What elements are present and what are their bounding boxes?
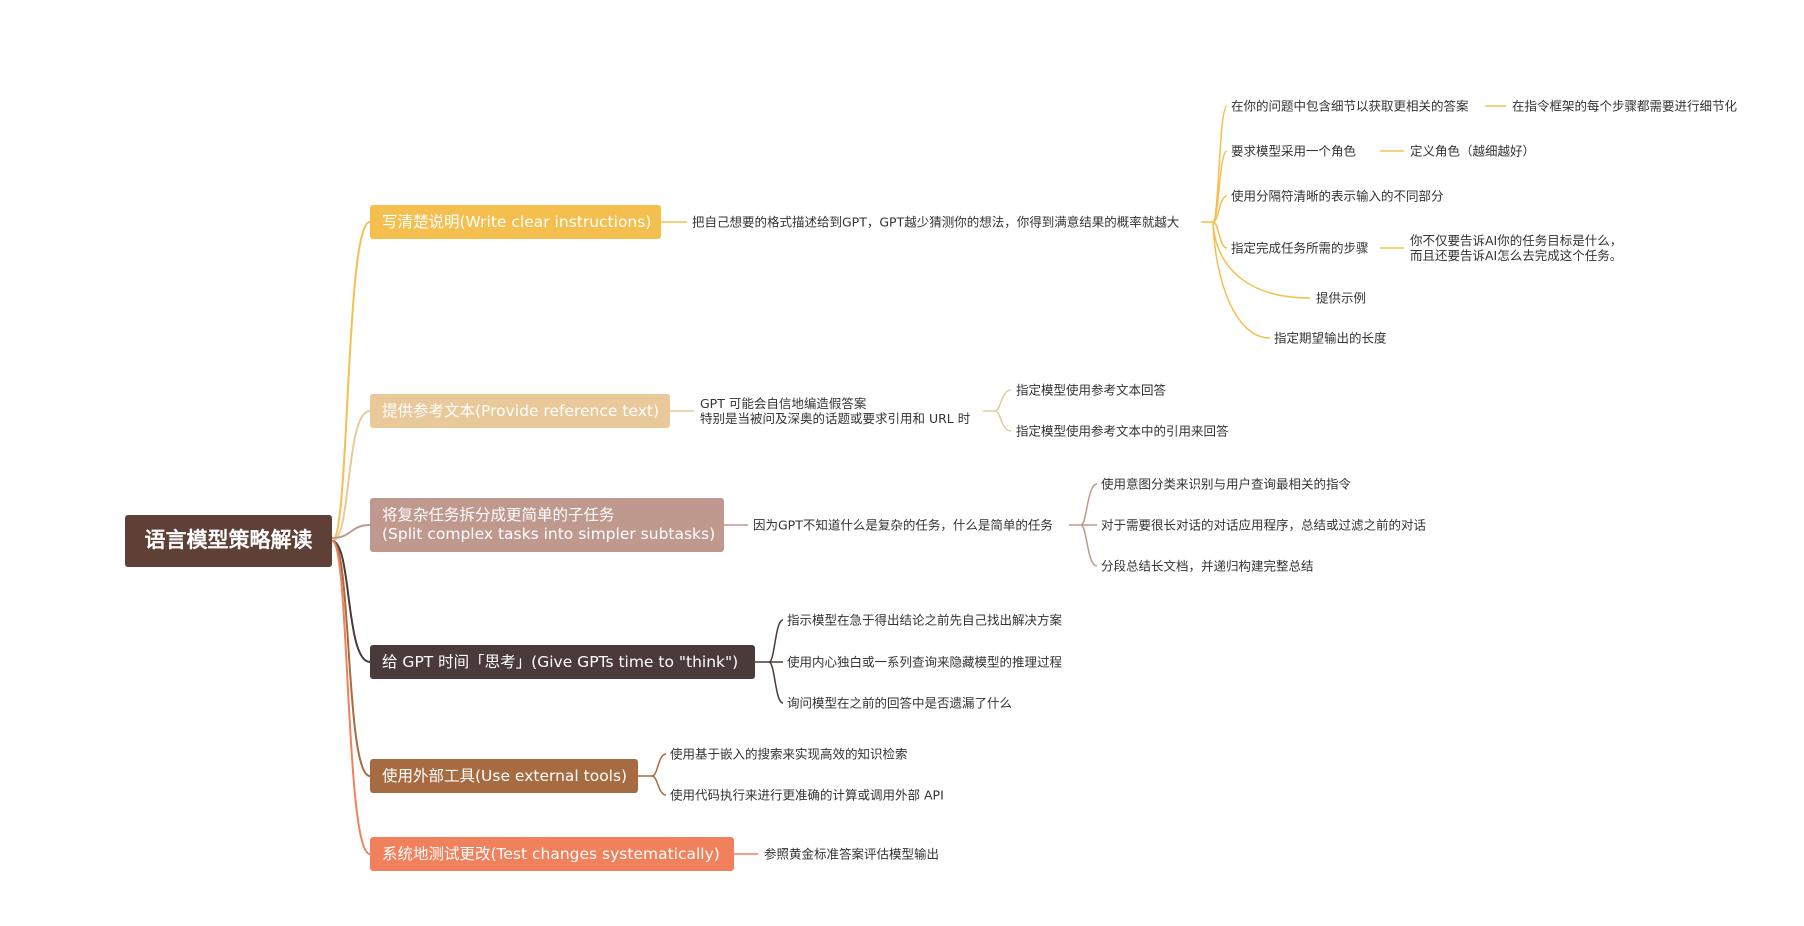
branch-1-item-2[interactable]: 要求模型采用一个角色 (1231, 143, 1357, 159)
branch-2-item-2[interactable]: 指定模型使用参考文本中的引用来回答 (1016, 423, 1229, 439)
branch-3-label-line-1: 将复杂任务拆分成更简单的子任务 (382, 506, 615, 525)
branch-3-detail[interactable]: 因为GPT不知道什么是复杂的任务，什么是简单的任务 (753, 517, 1053, 533)
branch-5-item-1[interactable]: 使用基于嵌入的搜索来实现高效的知识检索 (670, 746, 908, 762)
branch-2-item-1[interactable]: 指定模型使用参考文本回答 (1016, 382, 1167, 398)
connector-root-branch-2 (331, 410, 371, 542)
branch-4-item-1[interactable]: 指示模型在急于得出结论之前先自己找出解决方案 (787, 612, 1063, 628)
branch-1-item-4-note-line-1: 你不仅要告诉AI你的任务目标是什么， (1410, 233, 1623, 248)
connector-root-branch-6 (331, 540, 371, 855)
connector-root-branch-5 (331, 540, 371, 777)
branch-give-gpt-time-to-think[interactable]: 给 GPT 时间「思考」(Give GPTs time to "think") (370, 645, 755, 679)
branch-split-complex-tasks[interactable]: 将复杂任务拆分成更简单的子任务 (Split complex tasks int… (370, 498, 724, 552)
branch-1-item-6[interactable]: 指定期望输出的长度 (1274, 330, 1387, 346)
branch-3-item-3[interactable]: 分段总结长文档，并递归构建完整总结 (1101, 558, 1314, 574)
branch-1-item-3[interactable]: 使用分隔符清晰的表示输入的不同部分 (1231, 188, 1444, 204)
branch-2-detail-line-2: 特别是当被问及深奥的话题或要求引用和 URL 时 (700, 411, 971, 426)
branch-1-item-4-note[interactable]: 你不仅要告诉AI你的任务目标是什么， 而且还要告诉AI怎么去完成这个任务。 (1410, 233, 1622, 263)
branch-1-item-4-note-line-2: 而且还要告诉AI怎么去完成这个任务。 (1410, 248, 1623, 263)
branch-6-detail[interactable]: 参照黄金标准答案评估模型输出 (764, 846, 940, 862)
branch-write-clear-instructions[interactable]: 写清楚说明(Write clear instructions) (370, 205, 661, 239)
branch-3-item-2[interactable]: 对于需要很长对话的对话应用程序，总结或过滤之前的对话 (1101, 517, 1427, 533)
branch-1-item-1-note[interactable]: 在指令框架的每个步骤都需要进行细节化 (1512, 98, 1738, 114)
branch-2-detail[interactable]: GPT 可能会自信地编造假答案 特别是当被问及深奥的话题或要求引用和 URL 时 (700, 396, 970, 426)
branch-4-item-2[interactable]: 使用内心独白或一系列查询来隐藏模型的推理过程 (787, 654, 1063, 670)
branch-3-label-line-2: (Split complex tasks into simpler subtas… (382, 525, 716, 543)
connector-root-branch-3 (331, 524, 371, 539)
root-node[interactable]: 语言模型策略解读 (125, 515, 332, 567)
connector-root-branch-4 (331, 540, 371, 663)
branch-4-item-3[interactable]: 询问模型在之前的回答中是否遗漏了什么 (787, 695, 1013, 711)
branch-provide-reference-text[interactable]: 提供参考文本(Provide reference text) (370, 394, 670, 428)
branch-1-detail[interactable]: 把自己想要的格式描述给到GPT，GPT越少猜测你的想法，你得到满意结果的概率就越… (692, 214, 1180, 230)
branch-1-item-4[interactable]: 指定完成任务所需的步骤 (1231, 240, 1369, 256)
branch-test-changes-systematically[interactable]: 系统地测试更改(Test changes systematically) (370, 837, 734, 871)
branch-use-external-tools[interactable]: 使用外部工具(Use external tools) (370, 759, 638, 793)
branch-2-detail-line-1: GPT 可能会自信地编造假答案 (700, 396, 867, 411)
branch-1-item-5[interactable]: 提供示例 (1316, 290, 1367, 306)
connector-root-branch-1 (331, 221, 371, 542)
branch-1-item-2-note[interactable]: 定义角色（越细越好） (1410, 143, 1536, 159)
branch-3-item-1[interactable]: 使用意图分类来识别与用户查询最相关的指令 (1101, 476, 1352, 492)
branch-1-item-1[interactable]: 在你的问题中包含细节以获取更相关的答案 (1231, 98, 1469, 114)
branch-5-item-2[interactable]: 使用代码执行来进行更准确的计算或调用外部 API (670, 787, 944, 803)
